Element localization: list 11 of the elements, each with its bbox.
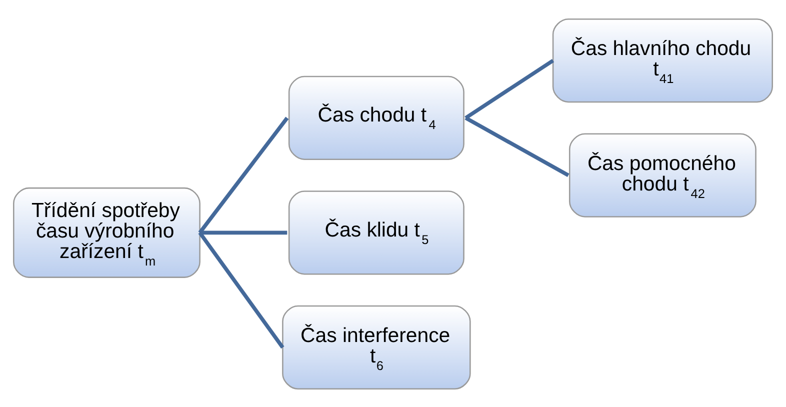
node-box: Čas hlavního chodu t$_{41}$ (552, 18, 773, 102)
connector (198, 116, 289, 234)
node-box: Třídění spotřeby času výrobního zařízení t$_{m}$ (13, 186, 200, 278)
node-box: Čas klidu t$_{5}$ (288, 190, 464, 274)
connector (464, 58, 554, 120)
connector (464, 116, 570, 176)
node-box: Čas interference t$_{6}$ (282, 304, 471, 390)
node-box: Čas pomocného chodu t$_{42}$ (568, 132, 756, 217)
connector (200, 230, 288, 234)
node-box: Čas chodu t$_{4}$ (288, 75, 464, 160)
connector (198, 231, 284, 348)
